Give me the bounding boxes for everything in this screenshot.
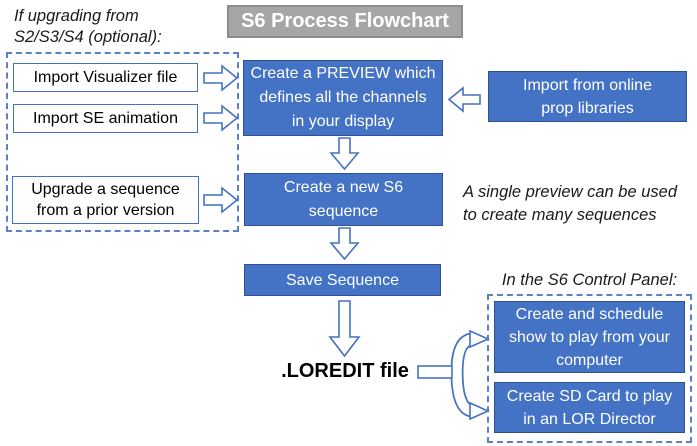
page-title: S6 Process Flowchart (227, 5, 463, 38)
control-panel-group (487, 294, 692, 443)
flow-arrow-down-icon (329, 227, 360, 261)
flow-arrow-right-icon (203, 104, 239, 132)
flow-arrow-right-icon (203, 64, 239, 92)
flow-arrow-right-icon (203, 186, 239, 214)
upgrade-note: If upgrading from S2/S3/S4 (optional): (14, 7, 162, 46)
import-visualizer-box: Import Visualizer file (13, 63, 198, 92)
flow-arrow-down-icon (329, 137, 360, 171)
upgrade-options-group (6, 52, 239, 232)
create-preview-box: Create a PREVIEW which defines all the c… (243, 60, 443, 136)
flow-fork-arrow-icon (417, 329, 490, 421)
create-show-box: Create and schedule show to play from yo… (494, 301, 685, 373)
import-online-props-box: Import from online prop libraries (488, 71, 687, 122)
save-sequence-box: Save Sequence (244, 264, 441, 296)
loredit-file-label: .LOREDIT file (281, 360, 409, 382)
control-panel-heading: In the S6 Control Panel: (501, 271, 678, 289)
flow-arrow-down-icon (328, 300, 361, 358)
import-se-animation-box: Import SE animation (13, 104, 198, 133)
preview-note: A single preview can be used to create m… (463, 183, 678, 224)
create-sd-card-box: Create SD Card to play in an LOR Directo… (494, 382, 685, 433)
create-s6-sequence-box: Create a new S6 sequence (244, 173, 443, 226)
upgrade-sequence-box: Upgrade a sequence from a prior version (12, 176, 199, 224)
flow-arrow-left-icon (447, 86, 481, 113)
